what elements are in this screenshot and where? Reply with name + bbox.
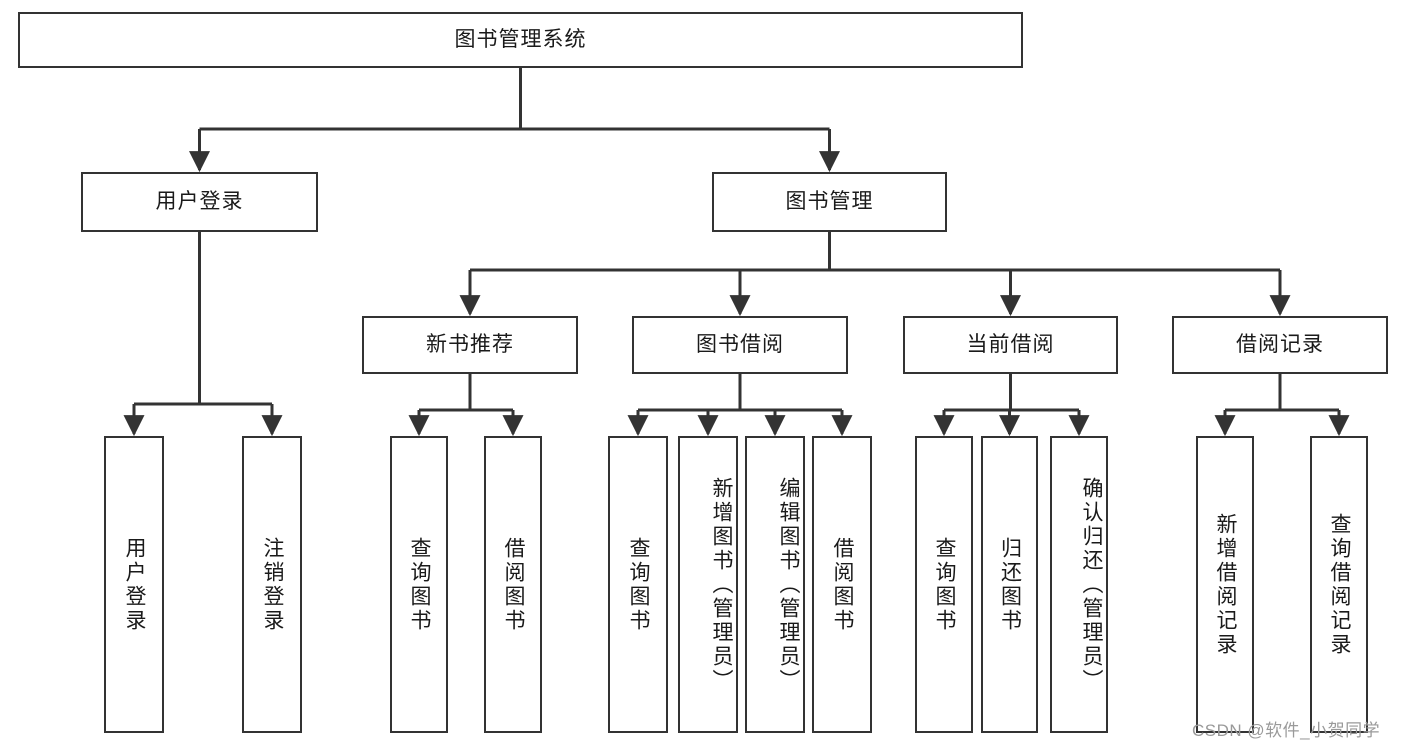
- node-current-borrow: 当前借阅: [903, 316, 1118, 374]
- node-user-login: 用户登录: [81, 172, 318, 232]
- node-label: 用户登录: [123, 536, 146, 633]
- node-leaf-borrow-book-rec: 借阅图书: [484, 436, 542, 733]
- node-label: 查询图书: [627, 536, 650, 633]
- node-leaf-query-book-cur: 查询图书: [915, 436, 973, 733]
- node-label: 图书管理系统: [454, 28, 587, 52]
- node-leaf-query-book: 查询图书: [608, 436, 668, 733]
- node-label: 查询借阅记录: [1328, 512, 1351, 657]
- node-label: 确认归还（管理员）: [1080, 476, 1103, 693]
- node-leaf-borrow-book: 借阅图书: [812, 436, 872, 733]
- node-label: 图书借阅: [696, 333, 784, 357]
- node-book-borrow: 图书借阅: [632, 316, 848, 374]
- node-label: 当前借阅: [966, 333, 1055, 357]
- node-label: 新增图书（管理员）: [710, 476, 733, 693]
- csdn-watermark: CSDN @软件_小贺同学: [1192, 721, 1381, 740]
- node-leaf-query-borrow-record: 查询借阅记录: [1310, 436, 1368, 733]
- node-label: 编辑图书（管理员）: [777, 476, 800, 693]
- node-label: 注销登录: [261, 536, 284, 633]
- node-label: 用户登录: [155, 190, 244, 214]
- node-label: 新书推荐: [426, 333, 514, 357]
- node-leaf-add-book-admin: 新增图书（管理员）: [678, 436, 738, 733]
- node-leaf-user-login: 用户登录: [104, 436, 164, 733]
- node-leaf-query-book-rec: 查询图书: [390, 436, 448, 733]
- node-label: 借阅记录: [1236, 333, 1324, 357]
- node-leaf-return-book: 归还图书: [981, 436, 1038, 733]
- node-label: 借阅图书: [831, 536, 854, 633]
- node-book-manage: 图书管理: [712, 172, 947, 232]
- node-label: 查询图书: [933, 536, 956, 633]
- node-label: 新增借阅记录: [1214, 512, 1237, 657]
- node-new-book-recommend: 新书推荐: [362, 316, 578, 374]
- node-label: 查询图书: [408, 536, 431, 633]
- node-leaf-edit-book-admin: 编辑图书（管理员）: [745, 436, 805, 733]
- node-root: 图书管理系统: [18, 12, 1023, 68]
- node-label: 图书管理: [785, 190, 874, 214]
- node-leaf-confirm-return-admin: 确认归还（管理员）: [1050, 436, 1108, 733]
- node-borrow-record: 借阅记录: [1172, 316, 1388, 374]
- node-label: 归还图书: [998, 536, 1022, 633]
- node-leaf-add-borrow-record: 新增借阅记录: [1196, 436, 1254, 733]
- node-leaf-logout: 注销登录: [242, 436, 302, 733]
- node-label: 借阅图书: [502, 536, 525, 633]
